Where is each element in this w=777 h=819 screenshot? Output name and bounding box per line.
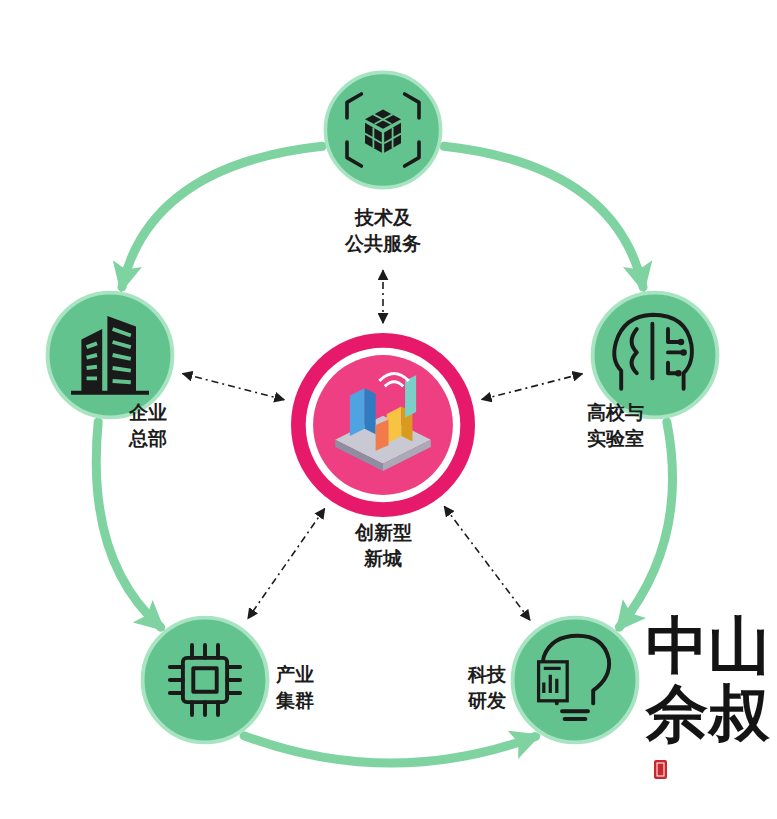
icon-graphic xyxy=(510,615,640,745)
node-circle: 企业 总部 xyxy=(45,290,175,420)
node-circle: 技术及 公共服务 xyxy=(323,70,443,190)
circle-icon xyxy=(510,615,640,745)
flow-arrow xyxy=(122,146,322,287)
icon-graphic xyxy=(291,333,475,517)
node-label: 技术及 公共服务 xyxy=(345,205,421,256)
node-label: 高校与 实验室 xyxy=(587,400,644,451)
icon-graphic xyxy=(140,615,270,745)
watermark-text: 中山佘叔 xyxy=(646,612,770,748)
node-label: 产业 集群 xyxy=(276,662,314,713)
icon-graphic xyxy=(45,290,175,420)
circle-icon xyxy=(291,333,475,517)
circle-icon xyxy=(140,615,270,745)
seal-mark xyxy=(654,760,667,779)
flow-arrow xyxy=(444,146,643,287)
hub-circle: 创新型 新城 xyxy=(291,333,475,517)
node-circle: 产业 集群 xyxy=(140,615,270,745)
flow-arrow xyxy=(96,422,160,627)
seal-inner xyxy=(657,763,664,776)
node-circle: 高校与 实验室 xyxy=(590,290,720,420)
link-arrow xyxy=(382,270,384,323)
icon-graphic xyxy=(323,70,443,190)
flow-arrow xyxy=(619,422,672,627)
node-label: 创新型 新城 xyxy=(355,520,412,571)
flow-arrow xyxy=(244,736,535,763)
icon-graphic xyxy=(590,290,720,420)
node-label: 科技 研发 xyxy=(468,662,506,713)
circle-icon xyxy=(590,290,720,420)
node-circle: 科技 研发 xyxy=(510,615,640,745)
node-label: 企业 总部 xyxy=(129,400,167,451)
circle-icon xyxy=(323,70,443,190)
link-arrow xyxy=(482,374,583,400)
link-arrow xyxy=(248,509,325,619)
link-arrow xyxy=(444,506,530,620)
circle-icon xyxy=(45,290,175,420)
link-arrow xyxy=(183,374,285,400)
